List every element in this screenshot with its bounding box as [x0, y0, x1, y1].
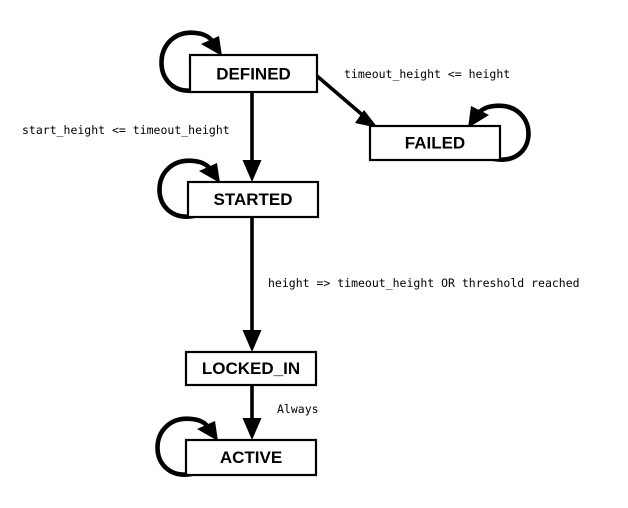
transition-started-to-locked-in-arrowhead — [242, 330, 262, 352]
state-box-defined[interactable] — [188, 53, 319, 94]
state-box-active[interactable] — [184, 438, 318, 477]
state-node-defined[interactable]: DEFINED — [188, 53, 319, 94]
transition-active-self — [155, 416, 218, 477]
transition-locked-in-to-active-arrowhead — [242, 418, 262, 440]
state-box-locked-in[interactable] — [184, 350, 318, 387]
transition-failed-self — [468, 103, 531, 162]
transition-defined-self-curve — [159, 30, 217, 93]
state-label-active: ACTIVE — [220, 448, 282, 467]
transition-locked-in-to-active — [242, 385, 262, 440]
state-label-failed: FAILED — [405, 133, 465, 152]
state-node-locked-in[interactable]: LOCKED_IN — [184, 350, 318, 387]
transition-defined-to-failed — [315, 74, 378, 128]
transition-label-locked-in-to-active: Always — [277, 402, 319, 416]
transition-defined-self-arrowhead — [201, 36, 222, 56]
transition-defined-to-started-arrowhead — [242, 160, 262, 182]
state-label-locked-in: LOCKED_IN — [202, 359, 300, 378]
state-label-started: STARTED — [213, 190, 292, 209]
transition-defined-to-failed-arrowhead — [355, 110, 378, 128]
transition-active-self-arrowhead — [197, 421, 218, 441]
state-label-defined: DEFINED — [216, 64, 291, 83]
transition-defined-to-started — [242, 92, 262, 182]
transition-started-self — [157, 158, 220, 219]
transition-defined-to-failed-line — [315, 74, 368, 120]
transition-started-self-curve — [157, 158, 215, 219]
state-node-active[interactable]: ACTIVE — [184, 438, 318, 477]
transition-failed-self-arrowhead — [468, 106, 489, 128]
state-node-failed[interactable]: FAILED — [368, 124, 502, 162]
transition-label-started-to-locked-in: height => timeout_height OR threshold re… — [268, 276, 580, 290]
transition-active-self-curve — [155, 416, 213, 477]
transition-started-to-locked-in — [242, 217, 262, 352]
transition-started-self-arrowhead — [199, 163, 220, 183]
transition-label-defined-to-started: start_height <= timeout_height — [22, 123, 230, 137]
state-box-started[interactable] — [186, 180, 320, 219]
transition-label-defined-to-failed: timeout_height <= height — [344, 67, 510, 81]
state-box-failed[interactable] — [368, 124, 502, 162]
transition-defined-self — [159, 30, 222, 93]
state-node-started[interactable]: STARTED — [186, 180, 320, 219]
